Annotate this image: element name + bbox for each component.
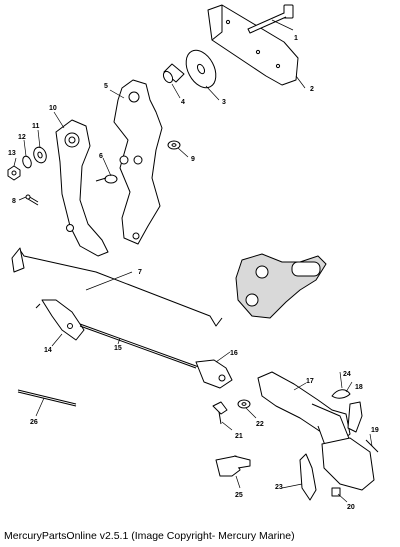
callout-13: 13 <box>8 150 16 157</box>
callout-18: 18 <box>355 384 363 391</box>
callout-11: 11 <box>32 123 40 130</box>
shift-rod-part[interactable] <box>11 247 223 327</box>
callout-5: 5 <box>104 83 108 90</box>
callout-23: 23 <box>275 484 283 491</box>
housing-bolt-part[interactable] <box>212 401 228 425</box>
large-washer-part[interactable] <box>180 45 222 93</box>
leader-lines <box>13 19 373 503</box>
callout-labels: 1 2 3 4 5 6 7 8 9 10 11 12 13 14 15 16 1… <box>8 35 379 511</box>
shoulder-stud-part[interactable] <box>215 455 251 477</box>
callout-1: 1 <box>294 35 298 42</box>
spacer-washer-part[interactable] <box>32 145 49 164</box>
long-rod-part[interactable] <box>17 389 77 407</box>
callout-25: 25 <box>235 492 243 499</box>
bushing-part[interactable] <box>162 63 185 84</box>
callout-4: 4 <box>181 99 185 106</box>
retaining-screw-part[interactable] <box>331 487 341 497</box>
spring-clip-part[interactable] <box>331 389 351 399</box>
bracket-clip-part[interactable] <box>347 401 363 433</box>
callout-17: 17 <box>306 378 314 385</box>
callout-12: 12 <box>18 134 26 141</box>
callout-22: 22 <box>256 421 264 428</box>
engine-shift-assembly <box>235 253 327 319</box>
flat-washer-part[interactable] <box>21 155 33 169</box>
copyright-footer: MercuryPartsOnline v2.5.1 (Image Copyrig… <box>4 530 295 542</box>
callout-6: 6 <box>99 153 103 160</box>
switch-body-part[interactable] <box>321 437 375 491</box>
housing-washer-part[interactable] <box>237 399 251 409</box>
callout-16: 16 <box>230 350 238 357</box>
callout-8: 8 <box>12 198 16 205</box>
lock-nut-part[interactable] <box>7 165 21 181</box>
cable-clip-part[interactable] <box>35 299 85 341</box>
callout-7: 7 <box>138 269 142 276</box>
callout-24: 24 <box>343 371 351 378</box>
shift-cable-part[interactable] <box>79 323 209 371</box>
cable-end-part[interactable] <box>195 359 233 389</box>
arm-lever-part[interactable] <box>55 119 109 257</box>
callout-26: 26 <box>30 419 38 426</box>
callout-2: 2 <box>310 86 314 93</box>
callout-9: 9 <box>191 156 195 163</box>
callout-19: 19 <box>371 427 379 434</box>
cotter-pin-part[interactable] <box>25 194 39 206</box>
callout-3: 3 <box>222 99 226 106</box>
lever-clip-part[interactable] <box>299 453 317 501</box>
callout-14: 14 <box>44 347 52 354</box>
callout-21: 21 <box>235 433 243 440</box>
bolt-part[interactable] <box>247 4 294 34</box>
callout-10: 10 <box>49 105 57 112</box>
bracket-plate-part[interactable] <box>207 4 299 86</box>
callout-20: 20 <box>347 504 355 511</box>
callout-15: 15 <box>114 345 122 352</box>
shift-lever-plate-part[interactable] <box>113 79 163 245</box>
lever-pin-part[interactable] <box>95 174 118 184</box>
small-washer-part[interactable] <box>167 140 181 150</box>
